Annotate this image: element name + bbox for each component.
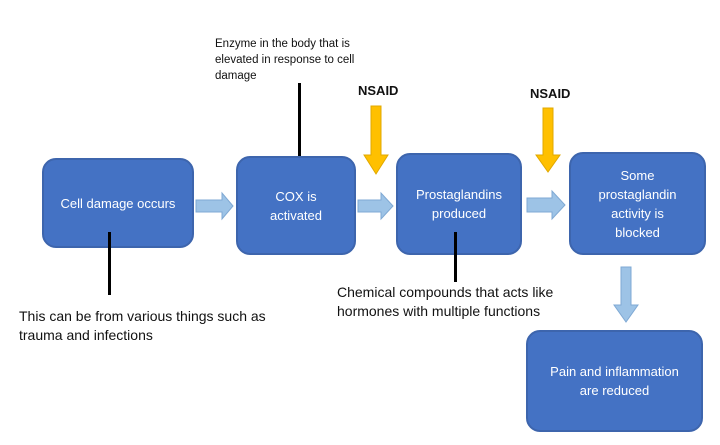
box-pain-reduced: Pain and inflammation are reduced bbox=[526, 330, 703, 432]
nsaid-arrow-1 bbox=[363, 105, 389, 175]
nsaid-label-2: NSAID bbox=[530, 86, 571, 101]
box-activity-blocked: Some prostaglandin activity is blocked bbox=[569, 152, 706, 255]
chemical-note: Chemical compounds that acts like hormon… bbox=[337, 284, 554, 319]
nsaid-arrow-2 bbox=[535, 107, 561, 173]
enzyme-note: Enzyme in the body that is elevated in r… bbox=[215, 38, 355, 82]
flow-arrow-2 bbox=[357, 191, 394, 221]
chemical-connector bbox=[454, 232, 457, 282]
nsaid-label-1: NSAID bbox=[358, 83, 399, 98]
enzyme-connector bbox=[298, 83, 301, 180]
causes-note: This can be from various things such as … bbox=[19, 308, 266, 343]
flow-arrow-down bbox=[613, 266, 639, 323]
box-cox-activated: COX is activated bbox=[236, 156, 356, 255]
flow-arrow-3 bbox=[526, 189, 566, 221]
causes-connector bbox=[108, 232, 111, 295]
box-cell-damage: Cell damage occurs bbox=[42, 158, 194, 248]
box-prostaglandins-produced: Prostaglandins produced bbox=[396, 153, 522, 255]
flow-arrow-1 bbox=[195, 191, 234, 221]
